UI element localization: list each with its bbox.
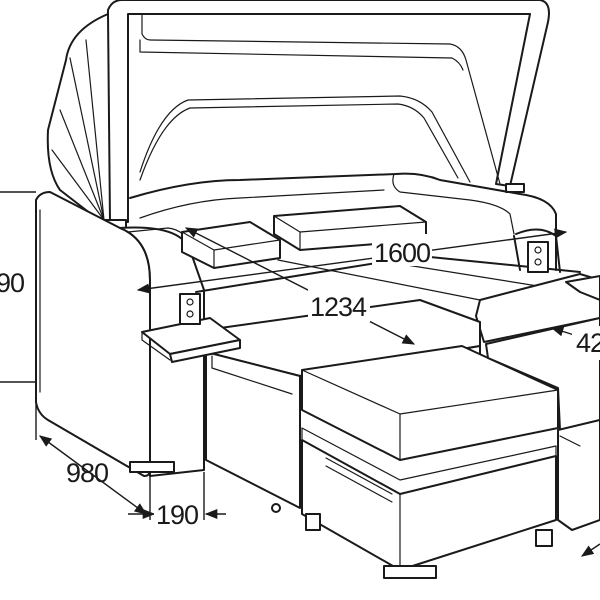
- right-socket-panel: [527, 241, 549, 273]
- dim-label-overall-width: 1600: [374, 238, 430, 268]
- ottoman: [301, 345, 559, 579]
- left-socket-panel: [179, 293, 201, 325]
- dim-label-depth: 980: [66, 458, 108, 488]
- dimension-labels: 90 980 190 1600 1234 42: [0, 234, 600, 530]
- back-wall: [129, 172, 557, 271]
- canopy: [46, 0, 550, 231]
- dim-label-side: 42: [576, 328, 600, 358]
- dim-label-seat-width: 1234: [310, 292, 367, 322]
- right-side-table: [565, 275, 600, 301]
- dim-label-armrest: 190: [156, 500, 198, 530]
- seat-module-right: [485, 317, 600, 531]
- dim-label-height: 90: [0, 268, 24, 298]
